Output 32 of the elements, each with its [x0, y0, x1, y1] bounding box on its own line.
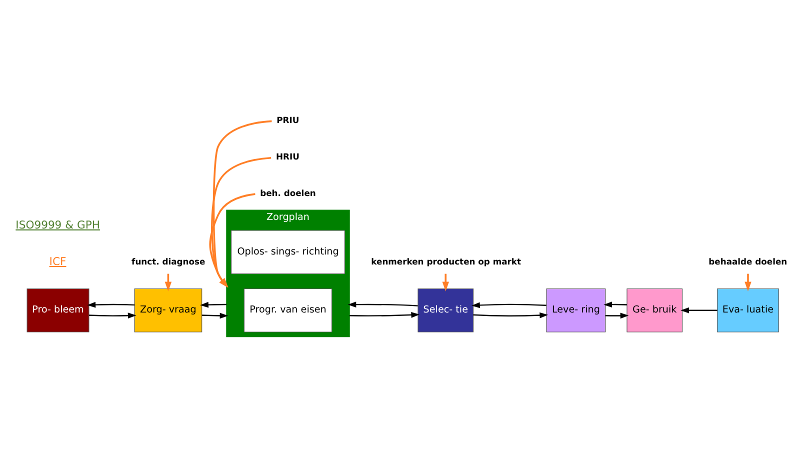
node-text: kenmerken producten op markt: [371, 256, 521, 266]
arrow: [202, 312, 228, 318]
arrow: [209, 192, 256, 288]
node-text: PRIU: [276, 114, 300, 124]
arrow: [348, 301, 418, 307]
arrow: [212, 120, 272, 288]
node-text: funct. diagnose: [132, 256, 206, 266]
arrow: [88, 312, 136, 318]
arrow: [472, 302, 546, 308]
node-box: Ge- bruik: [626, 288, 683, 332]
arrow: [211, 156, 272, 288]
arrow: [442, 273, 449, 291]
node-box: Pro- bleem: [26, 288, 90, 332]
arrow: [200, 301, 226, 308]
arrow: [605, 312, 629, 318]
node-text: beh. doelen: [260, 188, 316, 198]
node-box: Eva- luatie: [717, 288, 779, 332]
node-box: Zorg- vraag: [134, 288, 202, 332]
node-box: Selec- tie: [418, 288, 474, 332]
label: ICF: [49, 254, 66, 268]
node-box: Leve- ring: [546, 288, 606, 332]
arrow: [350, 311, 420, 318]
node-text: behaalde doelen: [708, 256, 788, 266]
node-text: HRIU: [276, 150, 300, 161]
node-box: Oplos- sings- richting: [230, 230, 346, 274]
arrow: [473, 312, 548, 318]
arrow: [604, 301, 627, 307]
arrow: [87, 301, 135, 308]
label: ISO9999 & GPH: [16, 218, 100, 231]
arrow: [744, 273, 752, 291]
arrow: [680, 306, 718, 313]
node-box: Progr. van eisen: [244, 288, 332, 332]
